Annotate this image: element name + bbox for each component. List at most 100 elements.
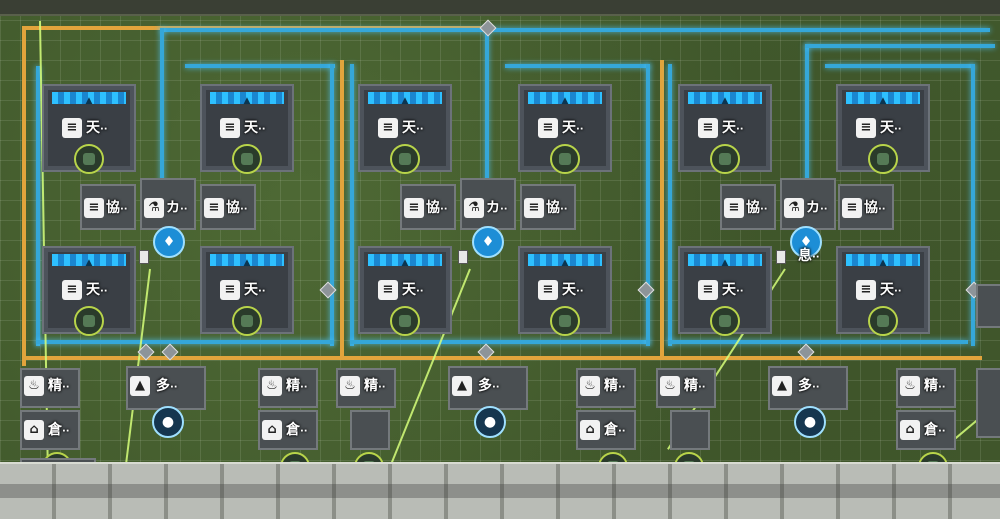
gear-icon: ▲ [401, 96, 409, 106]
building-label: 倉·· [286, 420, 308, 442]
assembler-building[interactable]: ▲ [678, 84, 772, 172]
building-label-text: 倉 [286, 422, 300, 438]
blue-pipe [505, 64, 650, 68]
machine-status-band: ▲ [528, 254, 602, 268]
relay-block[interactable] [400, 184, 456, 230]
flame-icon: ♨ [900, 376, 920, 396]
orange-pipe [22, 356, 982, 360]
storage-block[interactable] [670, 410, 710, 450]
document-icon: ≡ [62, 118, 82, 138]
assembler-building[interactable]: ▲ [836, 84, 930, 172]
building-label-dots: ·· [820, 204, 828, 215]
building-label-dots: ·· [120, 204, 128, 215]
crystal-icon[interactable]: ♦ [153, 226, 185, 258]
power-node-ring[interactable] [74, 306, 104, 336]
gear-icon: ▲ [85, 96, 93, 106]
blue-pipe [36, 340, 334, 344]
crystal-icon[interactable]: ♦ [790, 226, 822, 258]
building-label-text: 天 [722, 282, 736, 298]
power-node-ring[interactable] [232, 306, 262, 336]
machine-status-band: ▲ [688, 254, 762, 268]
water-drop-icon: ▲ [130, 376, 150, 396]
power-node-ring[interactable] [868, 306, 898, 336]
building-label: カ·· [486, 198, 508, 220]
building-label-text: 精 [286, 378, 300, 394]
building-label: 天·· [880, 118, 902, 140]
building-label: 天·· [402, 118, 424, 140]
building-label-text: 多 [478, 378, 492, 394]
water-drop-icon[interactable]: ● [794, 406, 826, 438]
gear-icon: ▲ [401, 258, 409, 268]
flame-icon: ♨ [262, 376, 282, 396]
water-drop-icon: ▲ [772, 376, 792, 396]
building-label-text: 天 [244, 282, 258, 298]
power-node-ring[interactable] [550, 306, 580, 336]
blue-pipe [971, 64, 975, 346]
water-drop-icon: ▲ [452, 376, 472, 396]
document-icon: ≡ [842, 198, 862, 218]
assembler-building[interactable]: ▲ [358, 246, 452, 334]
side-building[interactable] [976, 284, 1000, 328]
assembler-building[interactable]: ▲ [358, 84, 452, 172]
water-drop-icon[interactable]: ● [474, 406, 506, 438]
building-label-text: 多 [156, 378, 170, 394]
blue-pipe [646, 64, 650, 346]
blue-pipe [805, 44, 995, 48]
building-label-text: カ [806, 200, 820, 216]
assembler-building[interactable]: ▲ [200, 84, 294, 172]
building-label-text: 多 [798, 378, 812, 394]
building-label-text: 天 [562, 282, 576, 298]
building-label-text: 精 [364, 378, 378, 394]
water-drop-icon[interactable]: ● [152, 406, 184, 438]
gear-icon: ▲ [721, 96, 729, 106]
document-icon: ≡ [856, 118, 876, 138]
storage-block[interactable] [350, 410, 390, 450]
power-node-ring[interactable] [74, 144, 104, 174]
building-label: 精·· [48, 376, 70, 398]
building-label: 天·· [722, 280, 744, 302]
gear-icon: ▲ [879, 96, 887, 106]
power-pylon[interactable] [776, 250, 786, 264]
machine-status-band: ▲ [368, 254, 442, 268]
flame-icon: ♨ [340, 376, 360, 396]
power-node-ring[interactable] [868, 144, 898, 174]
power-node-ring[interactable] [390, 306, 420, 336]
blue-pipe [350, 340, 650, 344]
power-pylon[interactable] [458, 250, 468, 264]
building-label: カ·· [166, 198, 188, 220]
building-label: 天·· [880, 280, 902, 302]
building-label-dots: ·· [618, 382, 626, 393]
power-node-ring[interactable] [550, 144, 580, 174]
gear-icon: ▲ [561, 258, 569, 268]
building-label-dots: ·· [258, 124, 266, 135]
crystal-icon[interactable]: ♦ [472, 226, 504, 258]
blue-pipe [668, 340, 968, 344]
refinery-block[interactable] [20, 368, 80, 408]
building-label-text: カ [166, 200, 180, 216]
refinery-block[interactable] [896, 368, 956, 408]
building-label: 倉·· [924, 420, 946, 442]
power-node-ring[interactable] [710, 144, 740, 174]
controller-block[interactable] [140, 178, 196, 230]
side-building[interactable] [976, 368, 1000, 438]
power-node-ring[interactable] [710, 306, 740, 336]
blue-pipe [160, 28, 164, 193]
building-label-dots: ·· [698, 382, 706, 393]
power-node-ring[interactable] [390, 144, 420, 174]
building-label-dots: ·· [100, 124, 108, 135]
building-label: 精·· [286, 376, 308, 398]
flame-icon: ♨ [580, 376, 600, 396]
document-icon: ≡ [378, 280, 398, 300]
flame-icon: ♨ [660, 376, 680, 396]
power-pylon[interactable] [139, 250, 149, 264]
power-node-ring[interactable] [232, 144, 262, 174]
building-label-dots: ·· [492, 382, 500, 393]
machine-status-band: ▲ [52, 92, 126, 106]
document-icon: ≡ [220, 118, 240, 138]
machine-status-band: ▲ [528, 92, 602, 106]
assembler-building[interactable]: ▲ [518, 84, 612, 172]
gear-icon: ▲ [85, 258, 93, 268]
building-label-dots: ·· [300, 382, 308, 393]
building-label-dots: ·· [576, 286, 584, 297]
